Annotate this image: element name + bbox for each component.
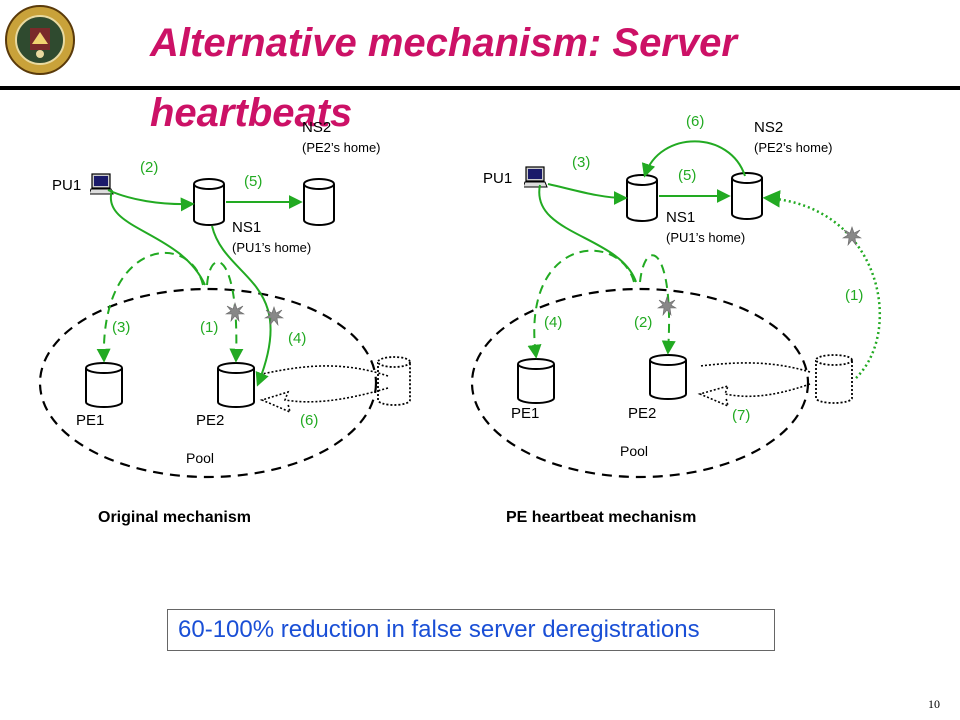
right-flow-2 (639, 254, 676, 355)
left-spark-icon-1 (225, 302, 245, 322)
right-ns2-sublabel: (PE2’s home) (754, 140, 833, 155)
right-flow-6 (641, 140, 746, 178)
right-flow-pu-down (538, 184, 637, 283)
left-caption: Original mechanism (98, 509, 251, 526)
right-step-7: (7) (732, 407, 750, 424)
right-step-5: (5) (678, 167, 696, 184)
right-step-6: (6) (686, 113, 704, 130)
left-pu1-label: PU1 (52, 177, 81, 194)
left-diagram: PU1 NS1 (PU1’s home) NS2 (PE2’s home) PE… (38, 119, 411, 526)
right-pool-label: Pool (620, 443, 648, 459)
left-departed-server (377, 356, 411, 406)
right-flow-4 (527, 249, 635, 359)
left-flow-4 (211, 225, 272, 387)
left-pe2-label: PE2 (196, 412, 224, 429)
left-ns2-label: NS2 (302, 119, 331, 136)
left-step-5: (5) (244, 173, 262, 190)
left-ns1-label: NS1 (232, 219, 261, 236)
left-pe1-cylinder (85, 362, 123, 408)
left-ns1-sublabel: (PU1’s home) (232, 240, 311, 255)
left-ns1-cylinder (193, 178, 225, 226)
right-ns2-label: NS2 (754, 119, 783, 136)
right-pe1-label: PE1 (511, 405, 539, 422)
right-ns1-sublabel: (PU1’s home) (666, 230, 745, 245)
left-pe2-cylinder (217, 362, 255, 408)
title-divider (0, 86, 960, 90)
right-spark-icon-1 (657, 296, 677, 316)
right-diagram: PU1 NS1 (PU1’s home) NS2 (PE2’s home) PE… (470, 113, 882, 526)
left-step-2: (2) (140, 159, 158, 176)
right-departed-server (815, 354, 853, 404)
left-flow-3 (96, 252, 204, 363)
left-step-6: (6) (300, 412, 318, 429)
right-ns1-label: NS1 (666, 209, 695, 226)
right-step-3: (3) (572, 154, 590, 171)
right-step-1: (1) (845, 287, 863, 304)
right-transfer-arrow (697, 362, 811, 408)
seal-logo (5, 5, 75, 75)
right-ns1-cylinder (626, 174, 658, 222)
left-ns2-cylinder (303, 178, 335, 226)
right-pu1-computer-icon (524, 166, 548, 188)
right-pe2-cylinder (649, 354, 687, 400)
right-pu1-label: PU1 (483, 170, 512, 187)
page-number: 10 (928, 697, 940, 711)
right-pe1-cylinder (517, 358, 555, 404)
right-ns2-cylinder (731, 172, 763, 220)
left-pool-ellipse (38, 287, 378, 479)
left-step-4: (4) (288, 330, 306, 347)
page-title: Alternative mechanism: Server heartbeats (150, 21, 737, 135)
right-step-4: (4) (544, 314, 562, 331)
left-transfer-arrow (259, 365, 389, 414)
left-pe1-label: PE1 (76, 412, 104, 429)
right-flow-3 (547, 183, 628, 205)
left-step-3: (3) (112, 319, 130, 336)
right-spark-icon-2 (842, 226, 862, 246)
diagram: PU1 NS1 (PU1’s home) NS2 (PE2’s home) PE… (38, 113, 882, 526)
left-step-1: (1) (200, 319, 218, 336)
right-caption: PE heartbeat mechanism (506, 509, 696, 526)
left-ns2-sublabel: (PE2’s home) (302, 140, 381, 155)
right-pe2-label: PE2 (628, 405, 656, 422)
right-step-2: (2) (634, 314, 652, 331)
left-flow-1 (206, 261, 244, 363)
right-pool-ellipse (470, 287, 810, 479)
summary-callout: 60-100% reduction in false server deregi… (167, 609, 775, 651)
left-pool-label: Pool (186, 450, 214, 466)
left-flow-2 (107, 189, 195, 212)
